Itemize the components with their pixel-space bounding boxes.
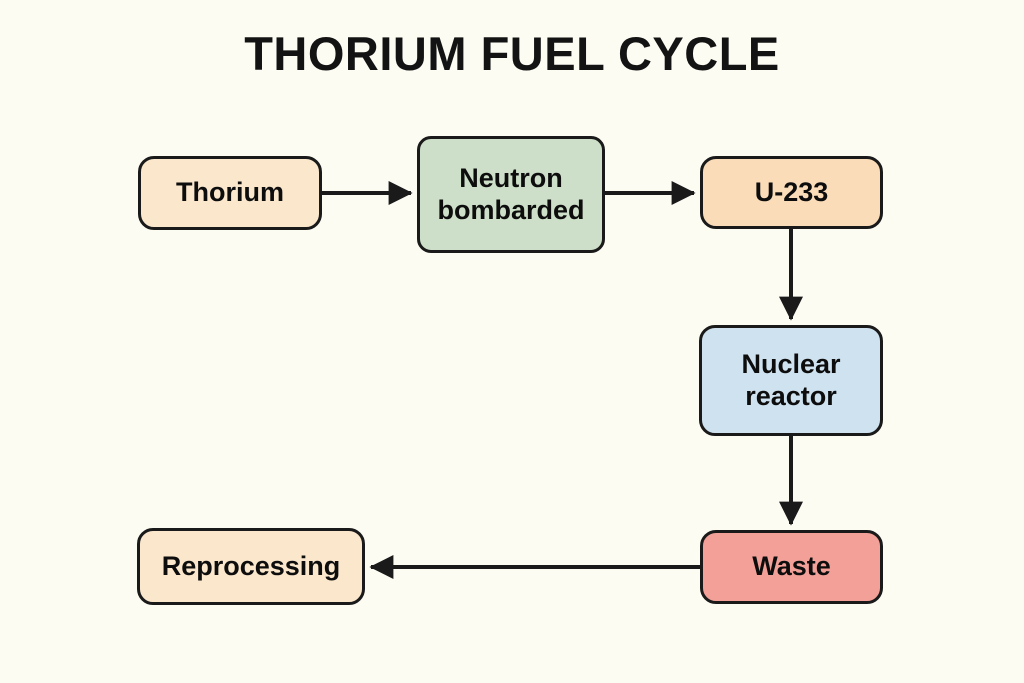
node-reprocessing-label: Reprocessing [161,550,341,581]
node-reprocessing[interactable]: Reprocessing [137,528,365,605]
node-nuclear-reactor-line2: reactor [745,380,837,411]
node-waste-label: Waste [752,551,831,582]
node-waste[interactable]: Waste [700,530,883,604]
node-nuclear-reactor-line1: Nuclear [741,348,841,379]
node-neutron-bombarded-line1: Neutron [459,162,563,193]
node-neutron-bombarded-line2: bombarded [437,194,585,225]
node-u-233-label: U-233 [754,176,829,207]
node-u-233[interactable]: U-233 [700,156,883,229]
page-title: THORIUM FUEL CYCLE [244,27,780,80]
node-thorium[interactable]: Thorium [138,156,322,230]
node-thorium-label: Thorium [176,177,284,208]
